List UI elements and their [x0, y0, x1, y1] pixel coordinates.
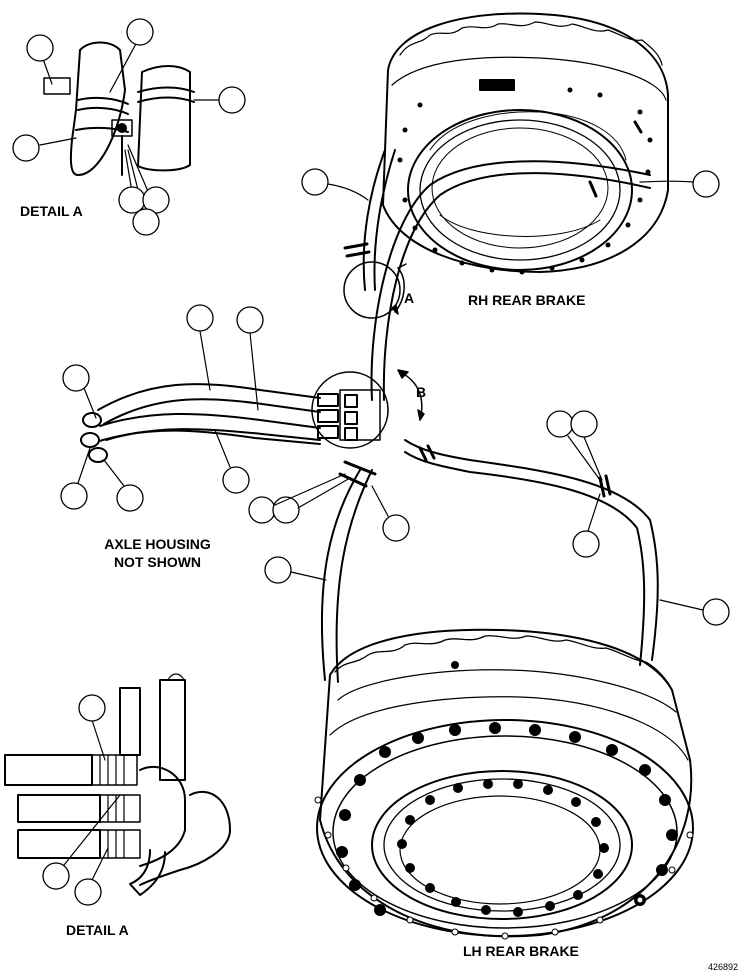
detail-a-bottom-label: DETAIL A	[66, 922, 129, 938]
callout-leaders	[77, 180, 704, 611]
detail-circles	[311, 261, 425, 449]
callout-circles	[12, 18, 730, 906]
axle-housing-note: AXLE HOUSING NOT SHOWN	[100, 535, 215, 571]
lh-rear-brake-label: LH REAR BRAKE	[463, 943, 579, 959]
view-b-marker: B	[416, 384, 427, 400]
hoses	[80, 120, 659, 683]
detail-a-top-label: DETAIL A	[20, 203, 83, 219]
axle-housing-line2: NOT SHOWN	[113, 554, 202, 570]
rh-rear-brake-label: RH REAR BRAKE	[468, 292, 586, 308]
lh-rear-brake	[314, 628, 694, 940]
figure-number: 426892	[708, 962, 739, 972]
rh-rear-brake	[382, 12, 669, 275]
detail-a-bottom	[4, 673, 231, 896]
view-a-marker: A	[404, 290, 415, 306]
detail-a-top	[39, 39, 219, 219]
axle-housing-line1: AXLE HOUSING	[104, 536, 211, 552]
